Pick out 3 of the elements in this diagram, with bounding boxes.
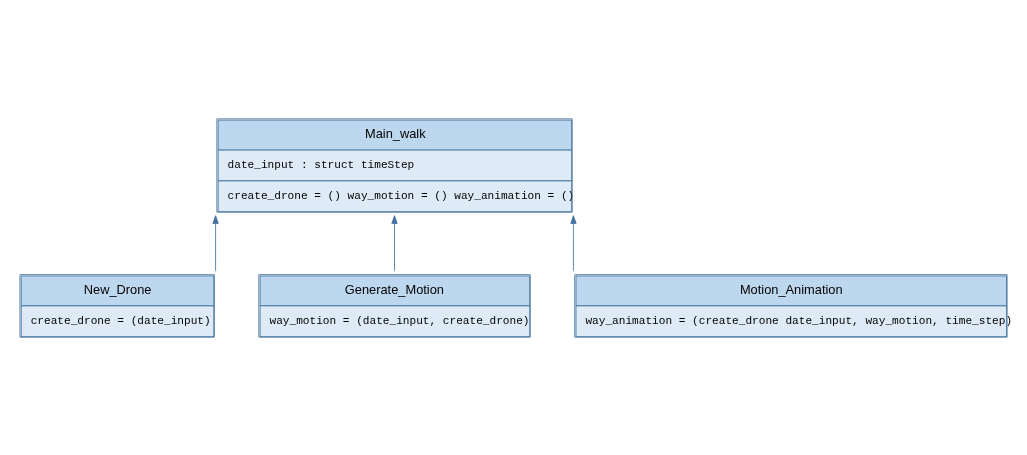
- arrow: [570, 214, 577, 272]
- arrow: [391, 214, 398, 272]
- arrow: [212, 214, 219, 272]
